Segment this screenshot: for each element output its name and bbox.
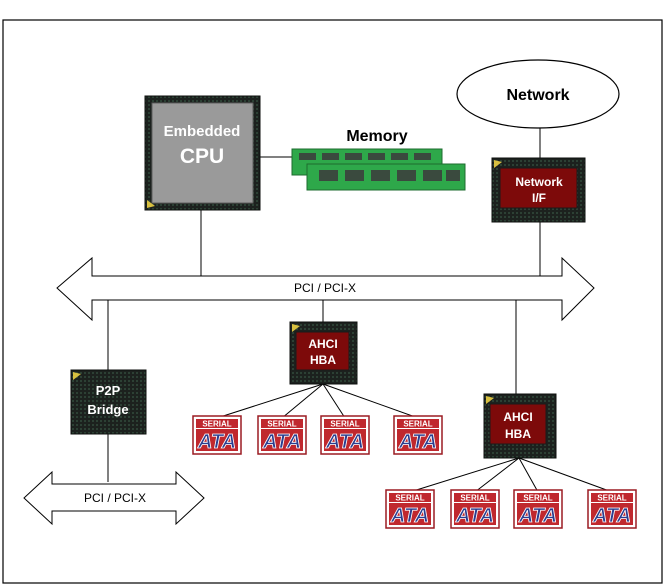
main-bus-label: PCI / PCI-X <box>294 281 356 295</box>
hba1-label-line2: HBA <box>310 353 336 367</box>
nic-die <box>499 167 578 209</box>
network-label: Network <box>506 87 569 104</box>
hba2-drive3-line <box>518 457 539 493</box>
hba1-drive2-line <box>281 383 324 419</box>
hba2-drive1-line <box>409 457 520 493</box>
ahci-hba-chip-1: AHCI HBA <box>289 321 358 385</box>
sata-drive-logo <box>320 415 370 455</box>
network-if-chip: Network I/F <box>491 157 586 223</box>
embedded-cpu-chip: Embedded CPU <box>144 95 261 211</box>
bridge-label-line2: Bridge <box>87 402 128 417</box>
hba1-label-line1: AHCI <box>308 337 337 351</box>
sata-drive-logo <box>450 489 500 529</box>
nic-label-line1: Network <box>515 175 563 189</box>
sata-drive-logo <box>587 489 637 529</box>
nic-label-line2: I/F <box>532 191 546 205</box>
memory-modules: Memory <box>291 128 466 191</box>
hba2-pin1-marker <box>486 396 494 404</box>
hba2-die <box>489 403 547 445</box>
hba1-drive3-line <box>322 383 346 419</box>
p2p-bridge-chip: P2P Bridge <box>70 369 147 435</box>
hba1-pin1-marker <box>292 324 300 332</box>
hba2-label-line1: AHCI <box>503 410 532 424</box>
secondary-bus-label: PCI / PCI-X <box>84 491 146 505</box>
memory-module-2 <box>306 163 466 191</box>
sata-drive-logo <box>393 415 443 455</box>
cpu-label-line1: Embedded <box>164 123 241 140</box>
main-pci-bus: PCI / PCI-X <box>56 256 595 322</box>
bridge-pin1-marker <box>73 372 81 380</box>
hba1-drive1-line <box>216 383 324 419</box>
hba2-label-line2: HBA <box>505 427 531 441</box>
hba1-die <box>295 331 350 371</box>
sata-drive-logo <box>513 489 563 529</box>
bridge-label-line1: P2P <box>96 383 121 398</box>
secondary-pci-bus: PCI / PCI-X <box>23 470 205 526</box>
network-node: Network <box>456 59 620 129</box>
sata-drive-logo <box>257 415 307 455</box>
hba2-drive2-line <box>474 457 520 493</box>
nic-pin1-marker <box>494 160 502 168</box>
ahci-hba-chip-2: AHCI HBA <box>483 393 557 459</box>
sata-drive-logo <box>192 415 242 455</box>
memory-label: Memory <box>346 128 407 145</box>
sata-drive-logo <box>385 489 435 529</box>
hba2-drive4-line <box>518 457 613 493</box>
hba1-drive4-line <box>322 383 419 419</box>
cpu-die <box>151 102 254 204</box>
cpu-pin1-marker <box>147 200 155 208</box>
connector-lines <box>107 128 613 493</box>
cpu-label-line2: CPU <box>180 145 224 168</box>
